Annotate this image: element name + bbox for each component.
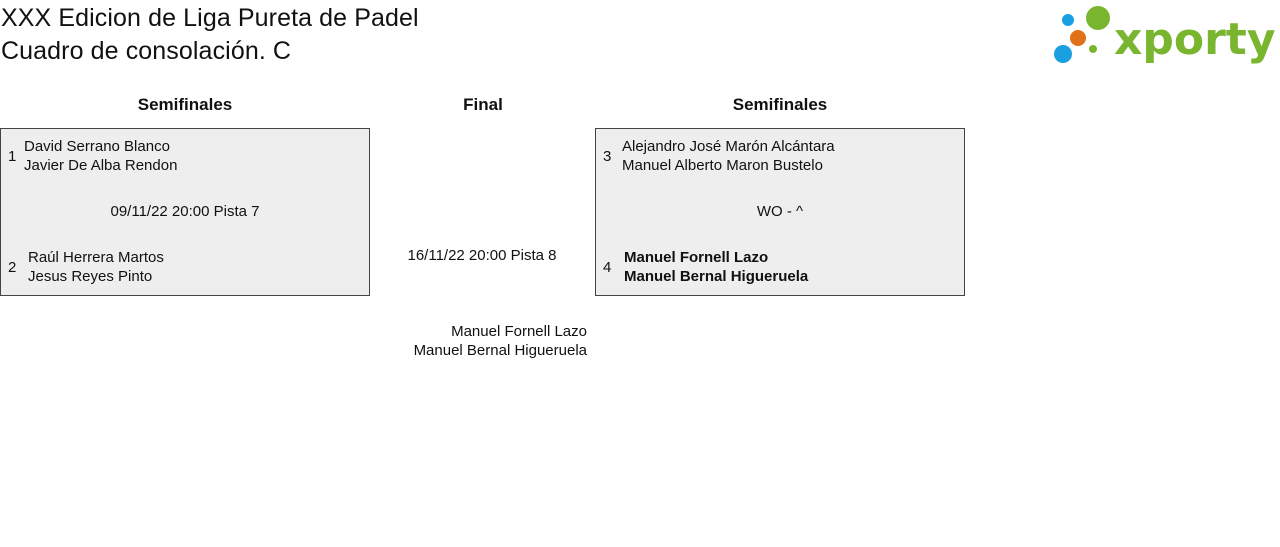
player-name: Manuel Alberto Maron Bustelo [622,157,823,174]
team-seed: 1 [8,148,17,165]
match-result: WO - ^ [756,203,804,220]
team-seed: 4 [603,259,612,276]
draw-subtitle: Cuadro de consolación. C [1,37,292,65]
logo-dot-green-small [1089,45,1097,53]
tournament-title: XXX Edicion de Liga Pureta de Padel [1,4,419,32]
player-name: Alejandro José Marón Alcántara [622,138,835,155]
team-row-winner: 4 Manuel Fornell Lazo Manuel Bernal Higu… [596,240,964,285]
logo-text: xporty [1114,14,1276,65]
team-row: 2 Raúl Herrera Martos Jesus Reyes Pinto [1,240,369,285]
team-seed: 2 [8,259,17,276]
team-players: Raúl Herrera Martos Jesus Reyes Pinto [28,248,164,286]
team-players: Manuel Fornell Lazo Manuel Bernal Higuer… [624,248,808,286]
player-name: Jesus Reyes Pinto [28,268,153,285]
player-name: Javier De Alba Rendon [24,157,178,174]
team-players: David Serrano Blanco Javier De Alba Rend… [24,137,177,175]
logo-dot-orange [1070,30,1086,46]
logo-dot-blue-top [1062,14,1074,26]
player-name: Manuel Fornell Lazo [624,249,769,266]
team-players: Alejandro José Marón Alcántara Manuel Al… [622,137,835,175]
column-header-final: Final [463,95,503,114]
team-row: 3 Alejandro José Marón Alcántara Manuel … [596,129,964,174]
player-name: Manuel Bernal Higueruela [624,268,809,285]
player-name: Manuel Bernal Higueruela [413,342,587,359]
column-header-right-semifinals: Semifinales [732,95,828,114]
player-name: David Serrano Blanco [24,138,170,155]
player-name: Manuel Fornell Lazo [451,323,587,340]
match-schedule: 09/11/22 20:00 Pista 7 [110,203,260,220]
page-title: XXX Edicion de Liga Pureta de Padel Cuad… [1,2,419,68]
player-name: Raúl Herrera Martos [28,249,164,266]
final-team: Manuel Fornell Lazo Manuel Bernal Higuer… [414,322,587,360]
team-row: 1 David Serrano Blanco Javier De Alba Re… [1,129,369,174]
semifinal-match-left[interactable]: 1 David Serrano Blanco Javier De Alba Re… [0,128,370,296]
xporty-logo[interactable]: xporty [1050,4,1276,66]
column-header-left-semifinals: Semifinales [137,95,233,114]
final-match-schedule: 16/11/22 20:00 Pista 8 [407,247,557,264]
logo-dot-blue [1054,45,1072,63]
semifinal-match-right[interactable]: 3 Alejandro José Marón Alcántara Manuel … [595,128,965,296]
team-seed: 3 [603,148,612,165]
logo-dot-green [1086,6,1110,30]
